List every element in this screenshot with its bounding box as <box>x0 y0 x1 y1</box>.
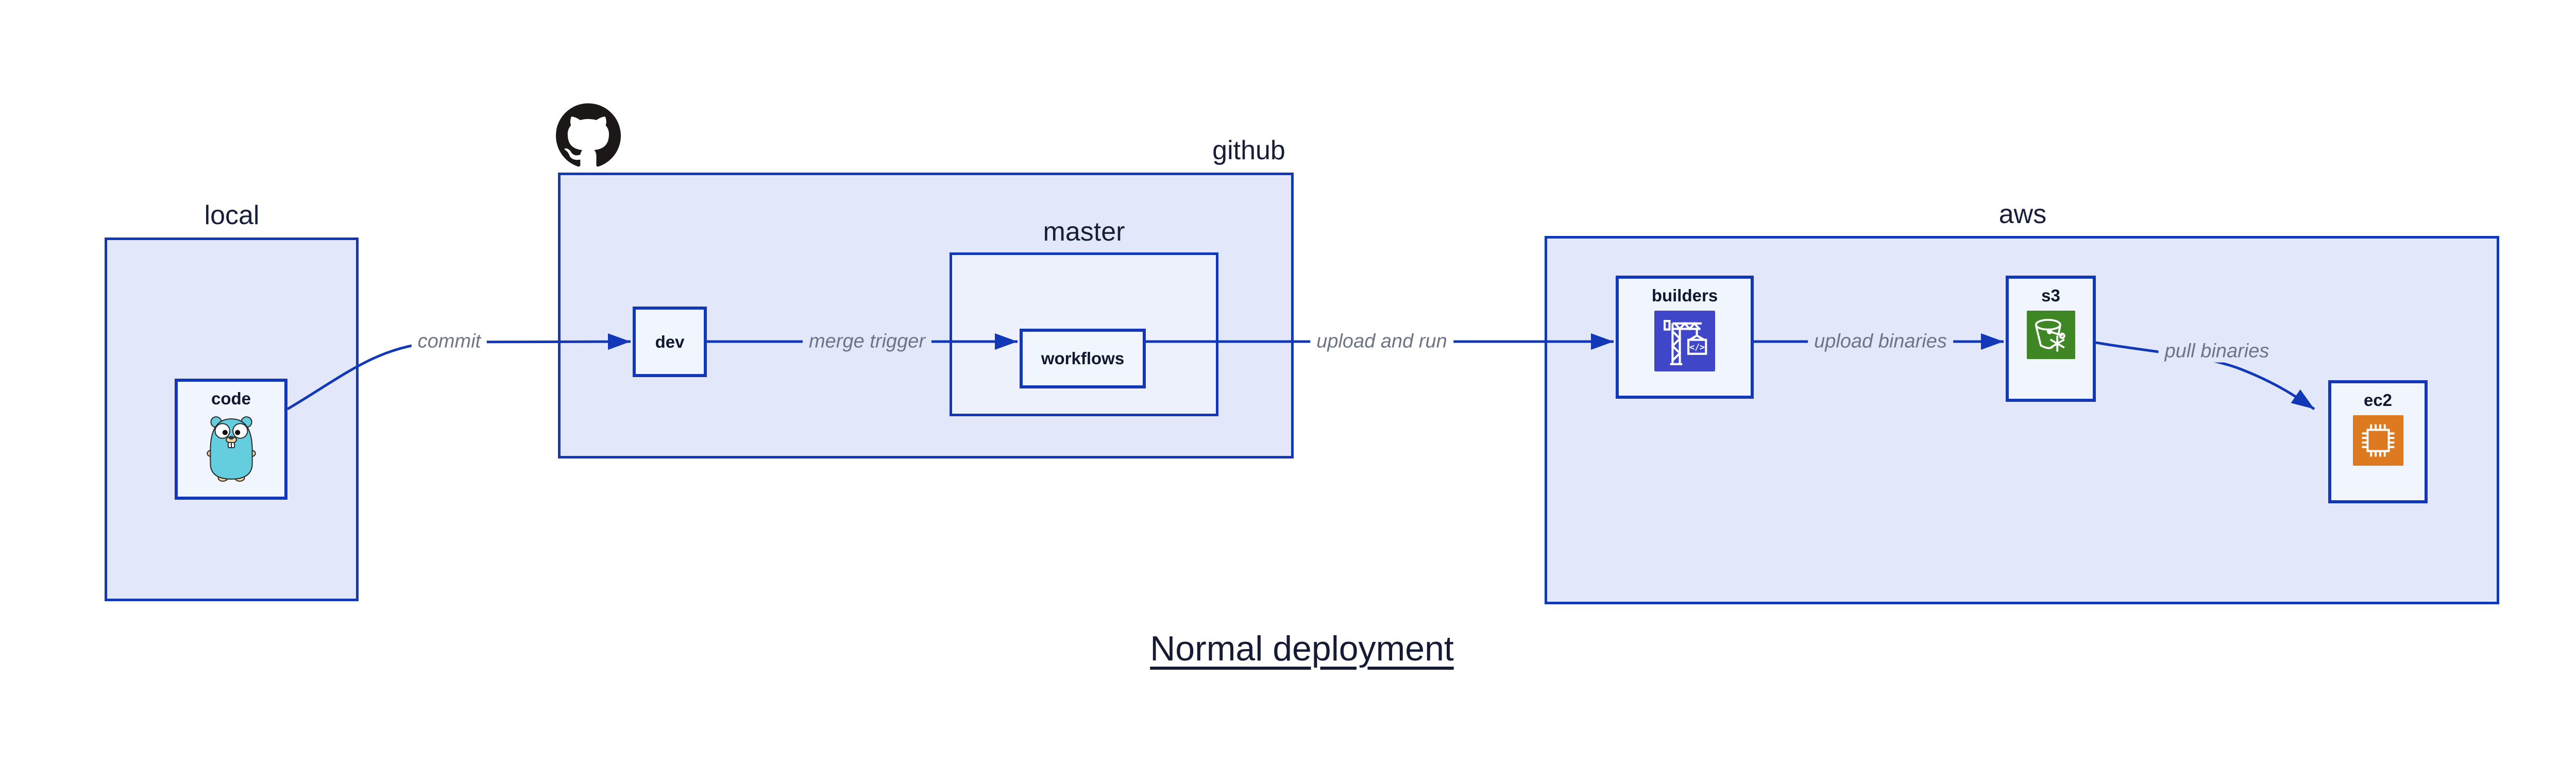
node-ec2-label: ec2 <box>2363 390 2393 410</box>
edge-label-upload-binaries: upload binaries <box>1808 330 1953 353</box>
github-octocat-icon <box>556 103 621 167</box>
aws-container-label: aws <box>1998 199 2047 229</box>
aws-codebuild-crane-icon: </> <box>1654 311 1715 374</box>
edge-pull-binaries-arrow <box>2095 341 2315 411</box>
edge-label-upload-and-run: upload and run <box>1310 330 1453 353</box>
aws-s3-glacier-bucket-icon <box>2026 311 2075 362</box>
node-s3: s3 <box>2006 276 2096 402</box>
node-code: code <box>175 379 287 500</box>
node-workflows-label: workflows <box>1041 349 1125 368</box>
aws-ec2-chip-icon <box>2352 415 2403 468</box>
local-container-label: local <box>204 200 260 230</box>
node-workflows: workflows <box>1020 329 1146 388</box>
github-container-label: github <box>1212 135 1285 165</box>
node-code-label: code <box>211 389 251 408</box>
node-ec2: ec2 <box>2328 380 2428 503</box>
node-builders: builders </> <box>1616 276 1754 399</box>
edge-label-pull-binaries: pull binaries <box>2158 340 2276 363</box>
node-dev-label: dev <box>655 332 685 351</box>
go-gopher-icon <box>205 414 258 484</box>
master-container-label: master <box>1043 217 1125 247</box>
node-dev: dev <box>633 307 707 377</box>
node-s3-label: s3 <box>2041 286 2060 305</box>
svg-text:</>: </> <box>1689 343 1705 352</box>
edge-label-merge-trigger: merge trigger <box>803 330 931 353</box>
diagram-title: Normal deployment <box>1150 629 1454 668</box>
master-container-box <box>950 252 1218 416</box>
edge-label-commit: commit <box>411 330 487 353</box>
node-builders-label: builders <box>1651 286 1718 305</box>
